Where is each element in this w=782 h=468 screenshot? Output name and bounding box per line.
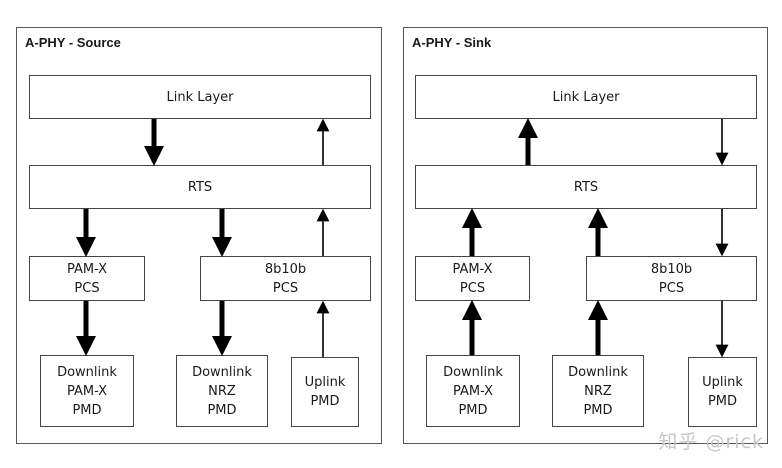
box-label-line: Downlink	[443, 364, 503, 380]
box-label-line: Downlink	[568, 364, 628, 380]
sink-downlink-nrz-pmd-box: Downlink NRZ PMD	[552, 355, 644, 427]
source-downlink-nrz-pmd-box: Downlink NRZ PMD	[176, 355, 268, 427]
box-label-line: PCS	[658, 280, 685, 296]
sink-uplink-pmd-box: Uplink PMD	[688, 357, 757, 427]
source-uplink-pmd-box: Uplink PMD	[291, 357, 359, 427]
source-pam-x-pcs-box: PAM-X PCS	[29, 256, 145, 301]
box-label-line: Uplink	[304, 375, 346, 390]
box-label-line: PCS	[74, 280, 100, 296]
panel-title: A-PHY - Sink	[412, 35, 492, 50]
box-label: RTS	[187, 179, 213, 195]
sink-downlink-pam-x-pmd-box: Downlink PAM-X PMD	[426, 355, 520, 427]
watermark: 知乎 @rick	[658, 431, 764, 453]
sink-link-layer-box: Link Layer	[415, 75, 757, 119]
box-label-line: PCS	[272, 280, 299, 296]
box-label-line: Downlink	[57, 364, 117, 380]
box-label-line: NRZ	[208, 383, 236, 399]
source-downlink-pam-x-pmd-box: Downlink PAM-X PMD	[40, 355, 134, 427]
box-label-line: PMD	[207, 402, 237, 418]
box-label-line: PCS	[459, 280, 486, 296]
box-label-line: PMD	[458, 402, 488, 418]
panel-title: A-PHY - Source	[25, 35, 121, 50]
box-label-line: NRZ	[584, 383, 612, 399]
source-link-layer-box: Link Layer	[29, 75, 371, 119]
box-label-line: Uplink	[702, 375, 743, 390]
box-label: RTS	[573, 179, 599, 195]
box-label-line: PMD	[310, 394, 340, 409]
box-label-line: 8b10b	[264, 261, 307, 277]
box-label-line: PAM-X	[452, 383, 494, 399]
source-rts-box: RTS	[29, 165, 371, 209]
box-label-line: PMD	[72, 402, 102, 418]
box-label-line: PMD	[583, 402, 613, 418]
source-8b10b-pcs-box: 8b10b PCS	[200, 256, 371, 301]
box-label-line: PMD	[707, 394, 738, 409]
sink-8b10b-pcs-box: 8b10b PCS	[586, 256, 757, 301]
box-label-line: Downlink	[192, 364, 252, 380]
box-label: Link Layer	[552, 89, 620, 105]
box-label-line: PAM-X	[66, 383, 108, 399]
box-label: Link Layer	[166, 89, 234, 105]
sink-rts-box: RTS	[415, 165, 757, 209]
box-label-line: PAM-X	[452, 261, 493, 277]
box-label-line: 8b10b	[650, 261, 693, 277]
sink-pam-x-pcs-box: PAM-X PCS	[415, 256, 530, 301]
box-label-line: PAM-X	[66, 261, 108, 277]
